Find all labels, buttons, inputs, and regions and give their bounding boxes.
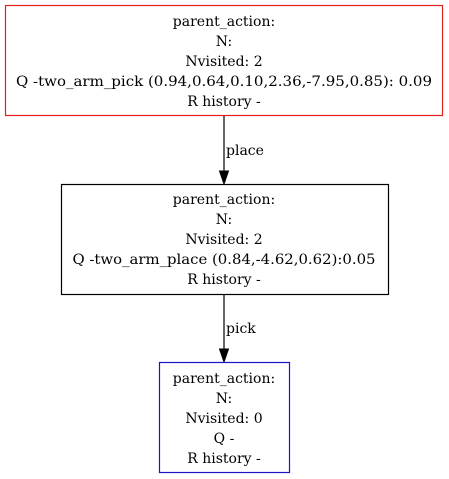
tree-node-middle[interactable]: parent_action: N: Nvisited: 2 Q -two_arm… — [60, 183, 390, 296]
tree-node-root[interactable]: parent_action: N: Nvisited: 2 Q -two_arm… — [4, 4, 444, 117]
node-line-nvisited: Nvisited: 2 — [185, 54, 262, 70]
tree-node-leaf[interactable]: parent_action: N: Nvisited: 0 Q - R hist… — [158, 361, 291, 474]
node-line-parent-action: parent_action: — [173, 371, 275, 387]
edge-label: pick — [226, 321, 256, 337]
arrowhead-icon — [218, 348, 230, 364]
node-line-r-history: R history - — [187, 451, 261, 467]
node-line-n: N: — [216, 391, 232, 407]
node-line-n: N: — [216, 212, 232, 228]
node-line-q: Q -two_arm_place (0.84,-4.62,0.62):0.05 — [73, 252, 376, 268]
node-line-parent-action: parent_action: — [173, 14, 275, 30]
node-line-r-history: R history - — [187, 272, 261, 288]
node-line-q: Q - — [214, 431, 235, 447]
node-line-nvisited: Nvisited: 2 — [185, 232, 262, 248]
node-line-parent-action: parent_action: — [173, 192, 275, 208]
tree-node-root-box — [4, 4, 444, 117]
edge-label: place — [226, 143, 264, 159]
tree-node-middle-box — [60, 183, 390, 296]
node-line-nvisited: Nvisited: 0 — [185, 411, 262, 427]
arrowhead-icon — [218, 170, 230, 186]
tree-edge-pick: pick — [218, 295, 256, 364]
node-line-r-history: R history - — [187, 94, 261, 110]
tree-node-leaf-box — [158, 361, 291, 474]
tree-edge-place: place — [218, 116, 264, 186]
node-line-q: Q -two_arm_pick (0.94,0.64,0.10,2.36,-7.… — [16, 74, 432, 90]
node-line-n: N: — [216, 34, 232, 50]
